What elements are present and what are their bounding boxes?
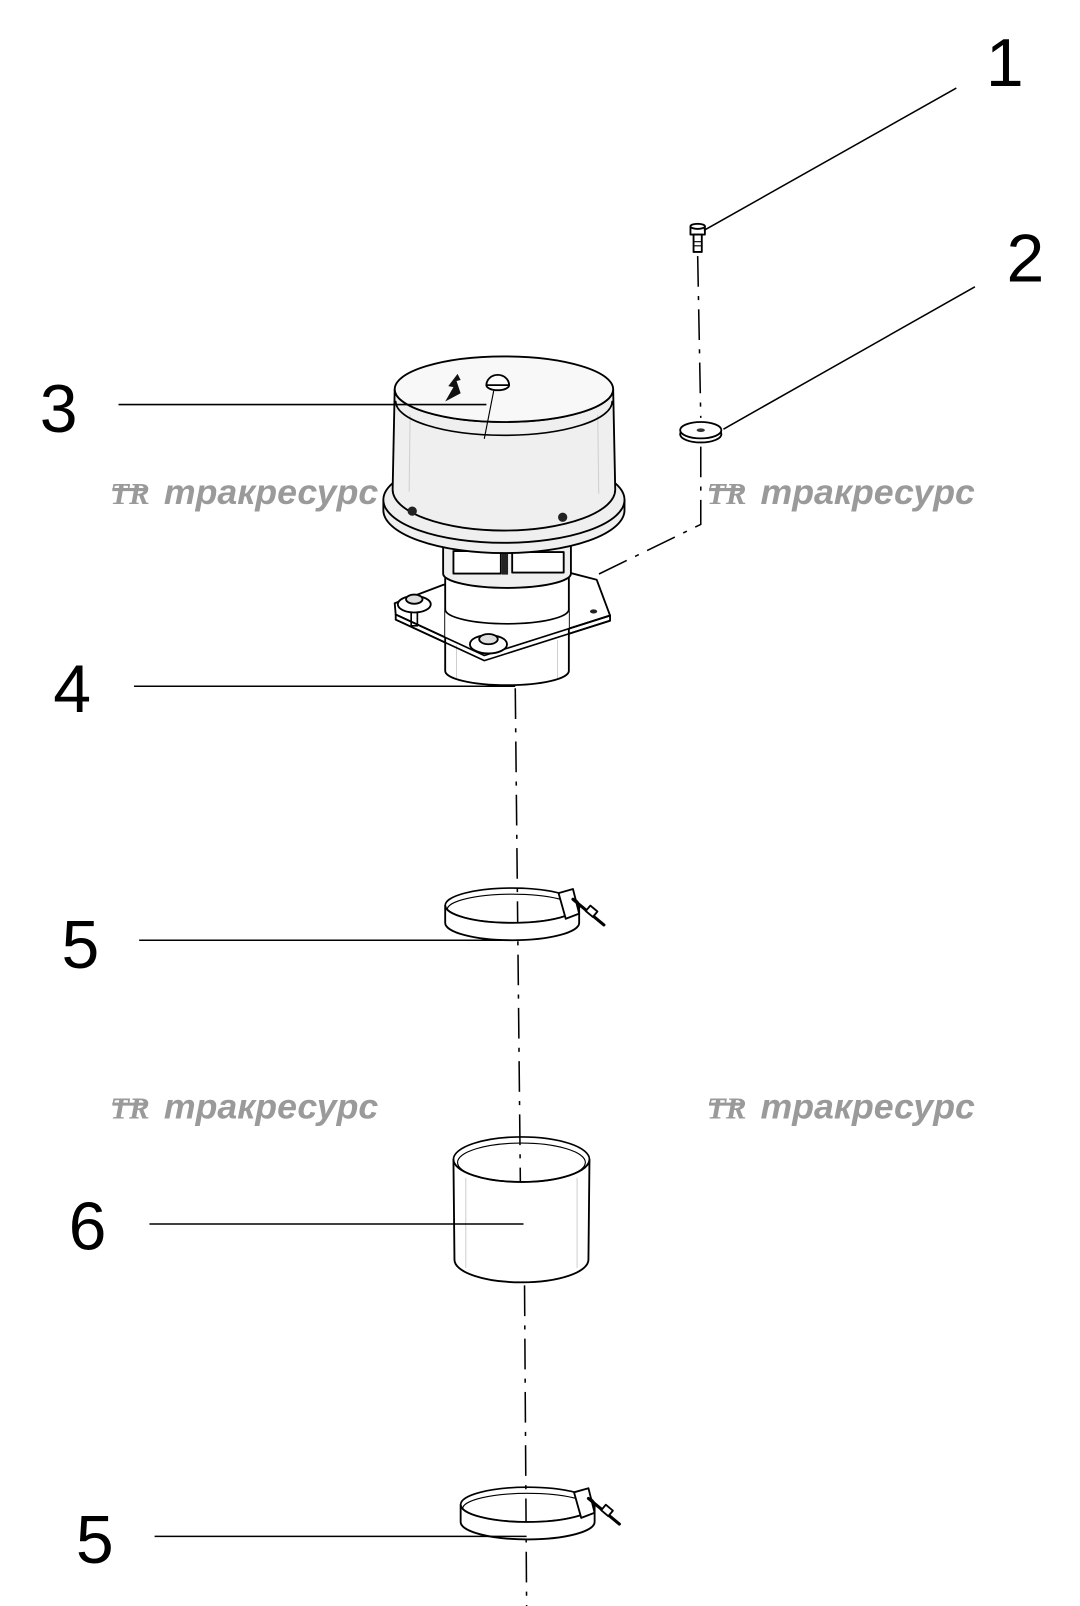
sleeve-body [452,1158,591,1284]
callout-6: 6 [69,1190,107,1265]
callout-1: 1 [986,26,1024,101]
nut [405,593,424,605]
callout-3: 3 [40,372,78,447]
watermark-text: тракресурс [164,473,378,512]
collar-window-right [511,551,565,574]
clamp-latch [573,1487,596,1519]
center-line-lower [523,1285,528,1606]
precleaner-lip [394,400,613,437]
watermark-logo: TR [110,477,149,511]
nut [478,633,499,646]
precleaner-screw-left [407,506,417,516]
center-line-bolt-washer [696,256,702,418]
bracket-plate-front-edge [394,613,611,657]
bolt-thread [692,241,703,247]
watermark-text: тракресурс [761,473,975,512]
collar-rib [501,552,509,575]
precleaner-shading [408,414,600,494]
callout-4: 4 [53,652,91,727]
precleaner-seam [483,390,495,439]
pipe-plate-joint [444,608,570,625]
clamp-band-front [444,904,581,942]
watermark-top-left: TR тракресурс [110,473,378,512]
center-line-washer-bracket [594,446,702,605]
watermark-text: тракресурс [761,1088,975,1127]
precleaner [382,355,626,555]
clamp-band-inner [462,1492,594,1510]
hose-clamp-upper [444,887,606,942]
watermark-bottom-left: TR тракресурс [110,1088,378,1127]
hose-clamp-lower [459,1486,621,1541]
center-line-upper [514,688,522,1189]
leader-lines [118,87,976,1538]
bracket-hole [589,609,598,614]
leader-2 [723,286,976,430]
callouts: 1 2 3 4 5 6 5 [40,26,1044,1578]
callout-5-lower: 5 [76,1503,114,1578]
sleeve-shading [465,1177,578,1269]
stud [410,611,419,627]
bracket-nut-left [396,593,432,627]
pipe-with-bracket [393,541,612,687]
precleaner-screw-right [558,512,568,522]
callout-5-upper: 5 [61,908,99,983]
watermark-logo: TR [110,1092,149,1126]
bolt-shank [692,233,703,253]
clamp-band-front [459,1503,596,1541]
watermark-logo: TR [707,1092,746,1126]
leader-1 [703,87,957,232]
watermark-bottom-right: TR тракресурс [707,1088,975,1127]
precleaner-nut-dome [485,374,511,387]
watermark-logo: TR [707,477,746,511]
pipe-shading [456,640,559,679]
direction-arrow-icon [445,373,461,402]
watermark-top-right: TR тракресурс [707,473,975,512]
clamp-nut [584,904,599,918]
bolt-head-top [689,222,706,230]
washer-hole [696,428,705,433]
washer [679,421,723,444]
clamp-latch [557,888,581,920]
bracket-nut-front [468,633,508,655]
callout-2: 2 [1006,222,1044,297]
watermark-text: тракресурс [164,1088,378,1127]
center-lines [514,256,702,1606]
collar-window-left [452,550,502,575]
clamp-nut [600,1503,614,1518]
sleeve-inner-rim [456,1142,586,1183]
bolt [689,222,706,253]
bracket-plate-front-edge-lower [394,618,611,662]
clamp-band-inner [446,893,578,911]
hose-sleeve [452,1136,591,1284]
